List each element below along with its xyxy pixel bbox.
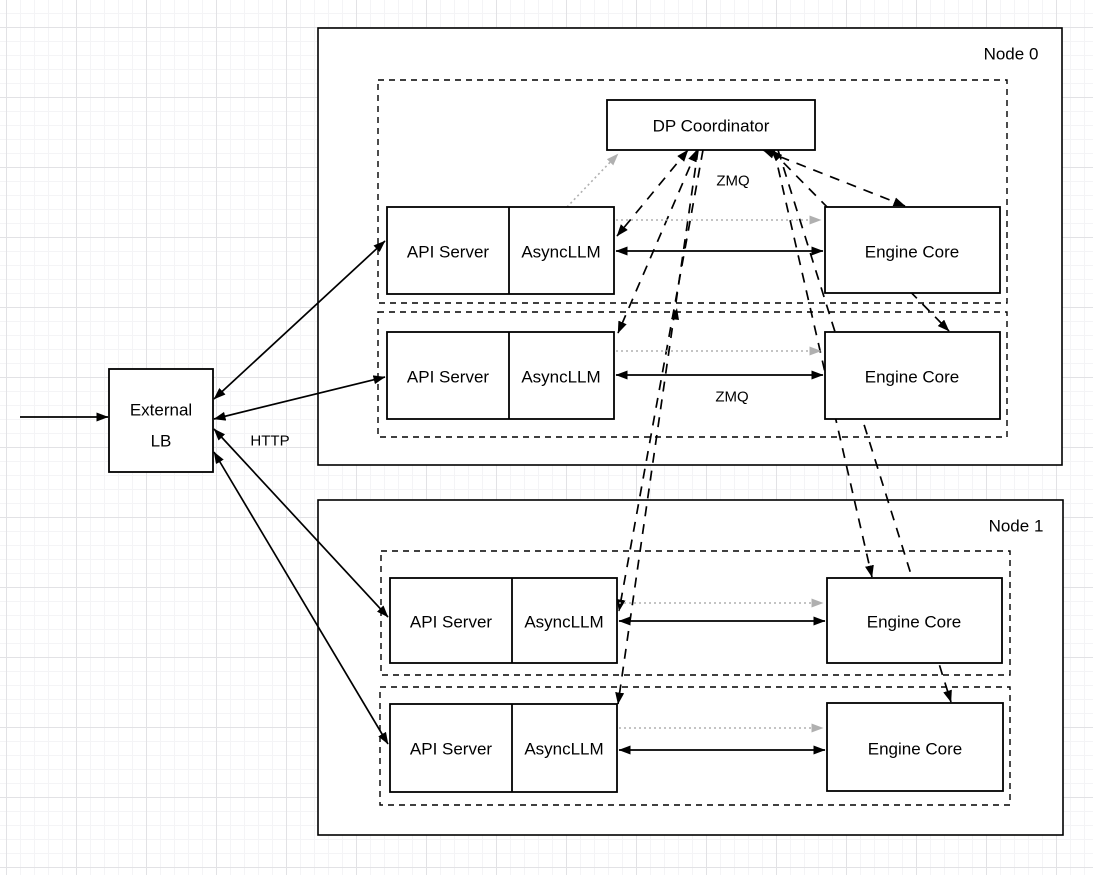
zmq-dashed-dp-engine-n1r2 bbox=[777, 149, 952, 703]
api-asyncllm-box-n1r2 bbox=[389, 703, 618, 793]
api-server-label-n0r2: API Server bbox=[407, 368, 490, 387]
engine-core-box-n0r2 bbox=[824, 331, 1001, 420]
asyncllm-label-n1r2: AsyncLLM bbox=[524, 740, 603, 759]
api-server-label-n1r1: API Server bbox=[410, 613, 493, 632]
engine-core-label-n0r2: Engine Core bbox=[865, 368, 960, 387]
external-lb-label-line1: External bbox=[130, 401, 192, 420]
asyncllm-label-n0r2: AsyncLLM bbox=[521, 368, 600, 387]
zmq-row-edge-label: ZMQ bbox=[715, 389, 748, 406]
engine-core-box-n0r1 bbox=[824, 206, 1001, 294]
api-asyncllm-box-n1r1 bbox=[389, 577, 618, 664]
node-0-label: Node 0 bbox=[984, 45, 1039, 64]
external-lb-box bbox=[108, 368, 214, 473]
dp-coordinator-label: DP Coordinator bbox=[653, 117, 770, 136]
lb-api-link-n0r2 bbox=[213, 375, 386, 421]
api-server-label-n0r1: API Server bbox=[407, 243, 490, 262]
up-arrowhead-marker bbox=[671, 308, 679, 320]
engine-core-label-n0r1: Engine Core bbox=[865, 243, 960, 262]
zmq-dashed-dp-asyncllm-n1r2 bbox=[615, 149, 699, 705]
lb-api-link-n1r2 bbox=[213, 451, 389, 745]
zmq-dashed-dp-engine-n1r1 bbox=[773, 149, 874, 578]
engine-core-box-n1r2 bbox=[826, 702, 1004, 792]
zmq-dashed-dp-asyncllm-n0r2 bbox=[617, 149, 698, 334]
engine-core-label-n1r2: Engine Core bbox=[868, 740, 963, 759]
api-asyncllm-box-n0r1 bbox=[386, 206, 615, 295]
zmq-top-edge-label: ZMQ bbox=[716, 173, 749, 190]
api-server-label-n1r2: API Server bbox=[410, 740, 493, 759]
engine-core-label-n1r1: Engine Core bbox=[867, 613, 962, 632]
node-1-label: Node 1 bbox=[989, 517, 1044, 536]
asyncllm-label-n1r1: AsyncLLM bbox=[524, 613, 603, 632]
http-edge-label: HTTP bbox=[250, 433, 289, 450]
dotted-asyncllm-dp-link bbox=[566, 153, 619, 208]
engine-core-box-n1r1 bbox=[826, 577, 1003, 664]
lb-api-link-n0r1 bbox=[213, 240, 386, 400]
external-lb-label-line2: LB bbox=[151, 432, 172, 451]
api-asyncllm-box-n0r2 bbox=[386, 331, 615, 420]
asyncllm-label-n0r1: AsyncLLM bbox=[521, 243, 600, 262]
dp-coordinator-box bbox=[606, 99, 816, 151]
zmq-dashed-dp-asyncllm-n1r1 bbox=[616, 149, 704, 612]
